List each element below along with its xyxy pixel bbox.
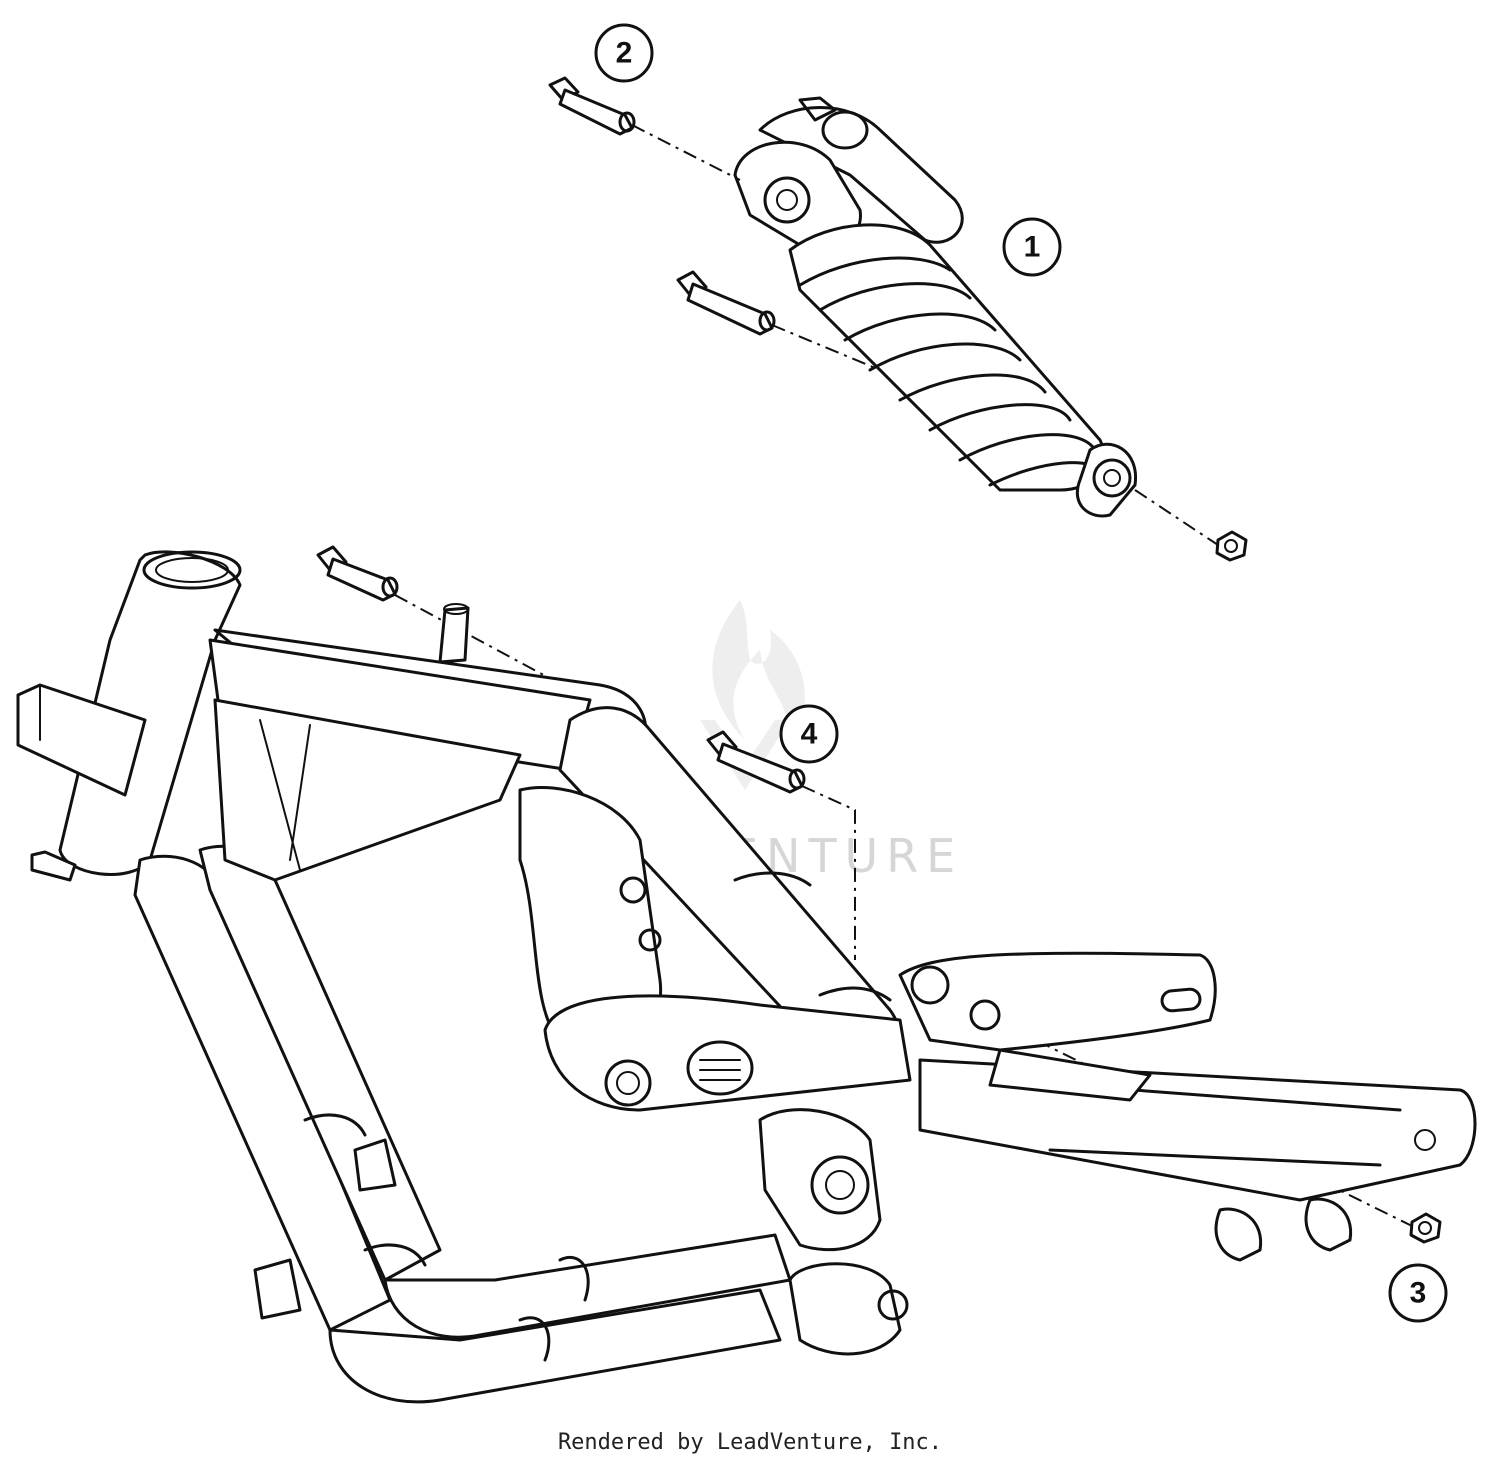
shock-absorber xyxy=(733,96,1137,518)
callout-1-number: 1 xyxy=(1024,231,1041,264)
frame-upper-bolt xyxy=(316,545,399,602)
swingarm xyxy=(898,951,1477,1262)
callout-3: 3 xyxy=(1388,1263,1448,1323)
shock-lower-bolt xyxy=(676,270,776,336)
callout-1: 1 xyxy=(1002,217,1062,277)
bolt-part-4 xyxy=(706,730,806,794)
callout-2: 2 xyxy=(594,23,654,83)
callout-2-number: 2 xyxy=(616,37,633,70)
shock-nut xyxy=(1215,530,1248,562)
callout-4: 4 xyxy=(779,704,839,764)
top-bolt xyxy=(548,76,636,136)
callout-3-number: 3 xyxy=(1410,1277,1427,1310)
render-credit: Rendered by LeadVenture, Inc. xyxy=(557,1430,943,1455)
nut-part-3 xyxy=(1409,1212,1442,1244)
frame xyxy=(16,550,912,1404)
callout-4-number: 4 xyxy=(801,718,818,751)
